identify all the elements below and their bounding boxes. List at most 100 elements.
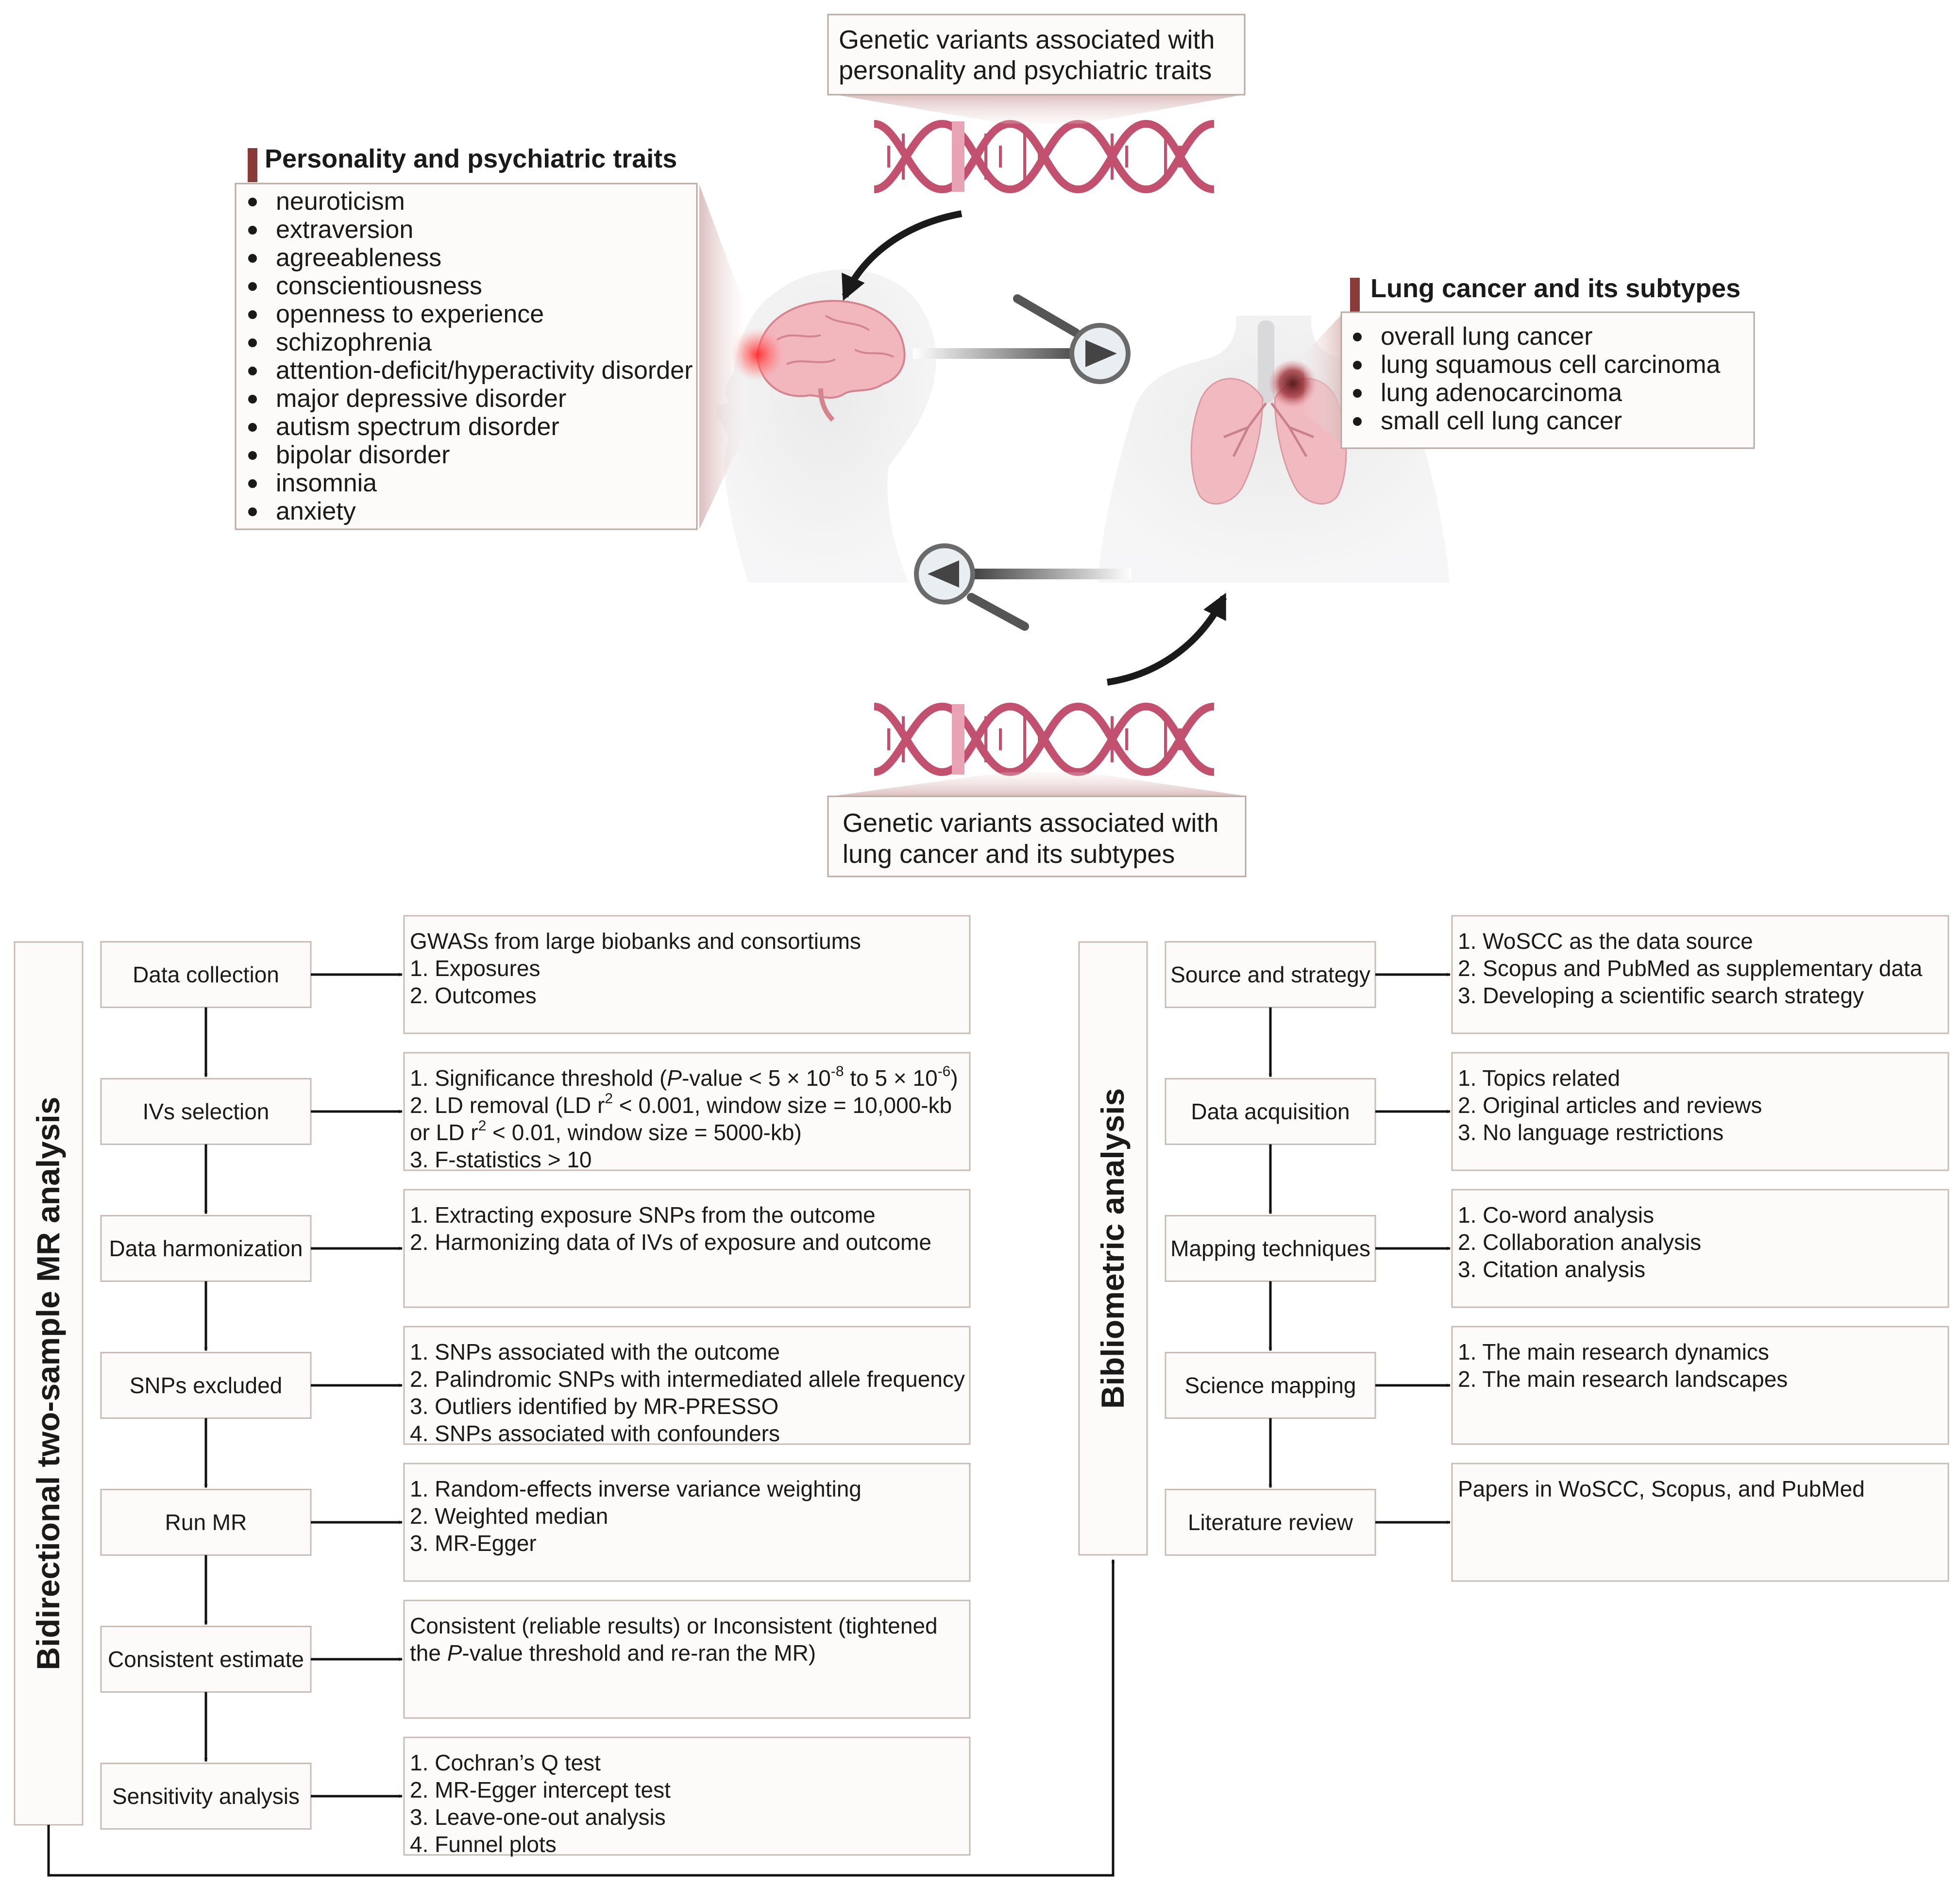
variants-top-wedge <box>835 95 1243 124</box>
bullet-icon <box>248 226 257 235</box>
mr-step-label: SNPs excluded <box>130 1373 283 1398</box>
bullet-icon <box>1353 417 1362 426</box>
biblio-step-label: Mapping techniques <box>1170 1236 1370 1261</box>
personality-item-label: attention-deficit/hyperactivity disorder <box>276 356 693 385</box>
biblio-step-label: Literature review <box>1188 1510 1353 1535</box>
variants-lung-box: Genetic variants associated with lung ca… <box>827 795 1247 877</box>
bullet-icon <box>1353 361 1362 370</box>
mr-to-biblio-connector <box>47 1559 1115 1877</box>
bullet-icon <box>248 198 257 206</box>
bullet-icon <box>248 310 257 319</box>
personality-item-label: schizophrenia <box>276 328 432 356</box>
bullet-icon <box>248 395 257 404</box>
biblio-step-label: Data acquisition <box>1191 1099 1350 1124</box>
dna-helix-bottom-icon <box>873 702 1215 776</box>
bullet-icon <box>248 254 257 263</box>
mr-detail-line: 2. Palindromic SNPs with intermediated a… <box>410 1366 965 1392</box>
curved-arrow-bottom <box>1106 592 1227 686</box>
mr-detail-line: 1. Random-effects inverse variance weigh… <box>410 1476 862 1501</box>
magnifier-left-icon <box>914 543 1132 631</box>
biblio-step: Literature review Papers in WoSCC, Scopus… <box>1165 1463 1949 1582</box>
personality-item: conscientiousness <box>248 272 482 300</box>
variants-lung-line2: lung cancer and its subtypes <box>843 840 1175 869</box>
mr-detail-line: 3. Leave-one-out analysis <box>410 1804 666 1830</box>
mr-detail-line: 3. F-statistics > 10 <box>410 1147 592 1172</box>
personality-list-box <box>235 183 698 530</box>
variants-personality-line2: personality and psychiatric traits <box>839 56 1212 85</box>
personality-item: attention-deficit/hyperactivity disorder <box>248 356 693 385</box>
bullet-icon <box>248 479 257 488</box>
personality-title: Personality and psychiatric traits <box>265 144 677 173</box>
mr-detail-box <box>403 1463 971 1582</box>
mr-detail-line: 3. Outliers identified by MR-PRESSO <box>410 1394 778 1419</box>
mr-step-label: IVs selection <box>143 1099 270 1124</box>
bullet-icon <box>248 367 257 375</box>
magnifier-right-icon <box>913 294 1131 384</box>
personality-item: insomnia <box>248 469 377 497</box>
lung-item-label: lung adenocarcinoma <box>1381 379 1622 407</box>
curved-arrow-top <box>842 210 963 301</box>
mr-step-box <box>100 1489 312 1556</box>
biblio-detail-line: 2. Scopus and PubMed as supplementary da… <box>1458 956 1923 981</box>
personality-item: bipolar disorder <box>248 441 450 469</box>
mr-step: SNPs excluded 1. SNPs associated with the… <box>100 1326 971 1488</box>
mr-detail-line: 2. Harmonizing data of IVs of exposure a… <box>410 1229 931 1255</box>
personality-item-label: extraversion <box>276 216 413 244</box>
mr-detail-line: 4. SNPs associated with confounders <box>410 1421 780 1446</box>
personality-item-label: agreeableness <box>276 244 441 272</box>
mr-detail-box <box>403 1736 971 1856</box>
mr-detail-line: 3. MR-Egger <box>410 1531 537 1556</box>
personality-item-label: neuroticism <box>276 187 405 216</box>
mr-detail-line: 4. Funnel plots <box>410 1832 557 1857</box>
personality-list: neuroticismextraversionagreeablenesscons… <box>248 187 693 525</box>
personality-item: schizophrenia <box>248 328 432 356</box>
variants-bottom-wedge <box>830 772 1248 796</box>
variants-personality-line1: Genetic variants associated with <box>839 25 1215 54</box>
biblio-step-box <box>1165 941 1376 1008</box>
biblio-detail-line: Papers in WoSCC, Scopus, and PubMed <box>1458 1476 1865 1501</box>
mr-step-box <box>100 1763 312 1830</box>
head-illustration <box>717 269 936 583</box>
personality-item: anxiety <box>248 497 356 525</box>
lung-item: small cell lung cancer <box>1353 407 1622 435</box>
mr-detail-line: 2. Outcomes <box>410 983 537 1008</box>
mr-step-box <box>100 941 312 1008</box>
personality-item: major depressive disorder <box>248 385 566 413</box>
biblio-step-label: Source and strategy <box>1170 962 1370 987</box>
lung-item: lung adenocarcinoma <box>1353 379 1622 407</box>
biblio-detail-line: 3. Developing a scientific search strate… <box>1458 983 1864 1008</box>
biblio-detail-box <box>1451 1052 1949 1171</box>
mr-step-box <box>100 1626 312 1693</box>
variants-lung-line1: Genetic variants associated with <box>843 808 1218 838</box>
lung-item: lung squamous cell carcinoma <box>1353 351 1721 379</box>
bullet-icon <box>1353 333 1362 341</box>
personality-item: autism spectrum disorder <box>248 413 559 441</box>
mr-detail-line: the P-value threshold and re-ran the MR) <box>410 1640 816 1666</box>
biblio-detail-box <box>1451 1326 1949 1445</box>
mr-step-box <box>100 1078 312 1145</box>
bullet-icon <box>248 451 257 460</box>
personality-item: neuroticism <box>248 187 405 216</box>
mr-step-label: Sensitivity analysis <box>112 1784 300 1809</box>
personality-item-label: major depressive disorder <box>276 385 566 413</box>
biblio-title-panel <box>1078 941 1148 1556</box>
biblio-detail-box <box>1451 1463 1949 1582</box>
lung-accent-bar <box>1350 278 1360 312</box>
mr-detail-line: 1. SNPs associated with the outcome <box>410 1339 780 1364</box>
biblio-detail-line: 2. Collaboration analysis <box>1458 1229 1701 1255</box>
mr-detail-line: Consistent (reliable results) or Inconsi… <box>410 1613 938 1638</box>
mr-step-label: Run MR <box>165 1510 247 1535</box>
mr-detail-line: or LD r2​ < 0.01, window size = 5000-kb) <box>410 1118 802 1145</box>
dna-helix-top-icon <box>873 119 1215 194</box>
